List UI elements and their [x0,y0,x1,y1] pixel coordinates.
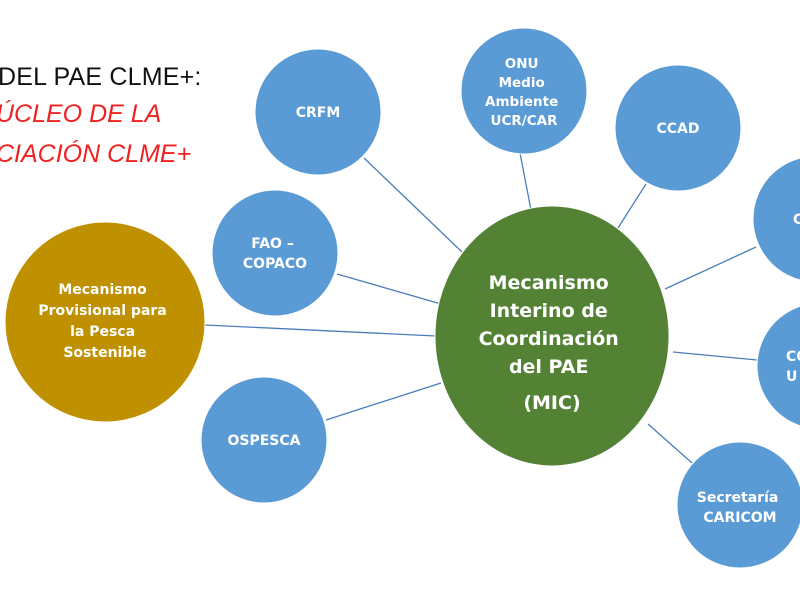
node-right-top-line: C [793,212,800,228]
connector-caricom [647,423,693,464]
node-right-mid-circle [756,305,800,427]
node-ccad-line: CCAD [656,121,699,137]
node-fisheries-line: la Pesca [70,324,135,340]
svg-text:CO U: CO U [786,349,800,385]
title-line-1: DEL PAE CLME+: [0,63,202,91]
node-caricom-circle [676,441,800,569]
svg-text:CRFM: CRFM [296,105,341,121]
svg-text:Secretaría CARICOM: Secretaría CARICOM [697,490,783,526]
node-fao-line: COPACO [243,256,307,272]
node-ccad-circle [614,64,742,192]
node-fao-circle [211,189,339,317]
connectors [204,152,758,464]
svg-text:C: C [793,212,800,228]
node-crfm-line: CRFM [296,105,341,121]
node-caricom[interactable]: Secretaría CARICOM [676,441,800,569]
title-line-3: CIACIÓN CLME+ [0,140,192,168]
connector-ospesca [325,382,442,421]
title-line-2: ÚCLEO DE LA [0,100,162,128]
node-crfm[interactable]: CRFM [254,48,382,176]
node-hub-line: Coordinación [479,328,619,350]
node-right-mid-line: CO [786,349,800,365]
node-fisheries-mechanism[interactable]: Mecanismo Provisional para la Pesca Sost… [4,221,206,423]
connector-fisheries [204,324,437,337]
node-caricom-line: Secretaría [697,490,779,506]
node-hub-mic[interactable]: Mecanismo Interino de Coordinación del P… [434,205,670,467]
connector-crfm [363,157,463,253]
node-ospesca[interactable]: OSPESCA [200,376,328,504]
svg-text:ONU Medio Ambiente: ONU Medio Ambiente UCR/CAR [485,56,563,129]
node-fisheries-circle [4,221,206,423]
node-fisheries-line: Sostenible [63,345,146,361]
svg-text:OSPESCA: OSPESCA [227,433,300,449]
node-hub-ellipse [434,205,670,467]
node-hub-line: Mecanismo [489,272,609,294]
node-fao-line: FAO – [251,236,294,252]
svg-text:Mecanismo Provisional pa: Mecanismo Provisional para la Pesca Sost… [38,282,171,361]
node-hub-line: del PAE [509,356,588,378]
node-onu-line: UCR/CAR [491,113,559,129]
connector-right-top [664,246,757,290]
node-onu-line: ONU [505,56,539,72]
node-ccad[interactable]: CCAD [614,64,742,192]
node-right-mid[interactable]: CO U [756,303,800,429]
node-fisheries-line: Provisional para [38,303,166,319]
node-onu-medio-ambiente[interactable]: ONU Medio Ambiente UCR/CAR [460,27,588,155]
connector-fao [336,273,442,305]
node-right-top[interactable]: C [752,156,800,282]
node-crfm-circle [254,48,382,176]
node-onu-circle [460,27,588,155]
svg-text:FAO – COPACO: FAO – COPACO [243,236,307,272]
node-right-mid-line: U [786,369,797,385]
node-right-top-circle [752,157,800,281]
node-onu-line: Medio [499,75,545,91]
node-ospesca-circle [200,376,328,504]
node-caricom-line: CARICOM [703,510,776,526]
node-hub-acronym: (MIC) [523,392,580,414]
connector-ccad [617,183,647,229]
svg-text:Mecanismo Interino de: Mecanismo Interino de Coordinación del P… [479,272,626,414]
node-fisheries-line: Mecanismo [58,282,147,298]
connector-right-mid [672,351,758,361]
node-ospesca-line: OSPESCA [227,433,300,449]
svg-text:CCAD: CCAD [656,121,699,137]
node-onu-line: Ambiente [485,94,558,110]
connector-onu [519,152,532,211]
node-hub-line: Interino de [490,300,608,322]
node-fao-copaco[interactable]: FAO – COPACO [211,189,339,317]
